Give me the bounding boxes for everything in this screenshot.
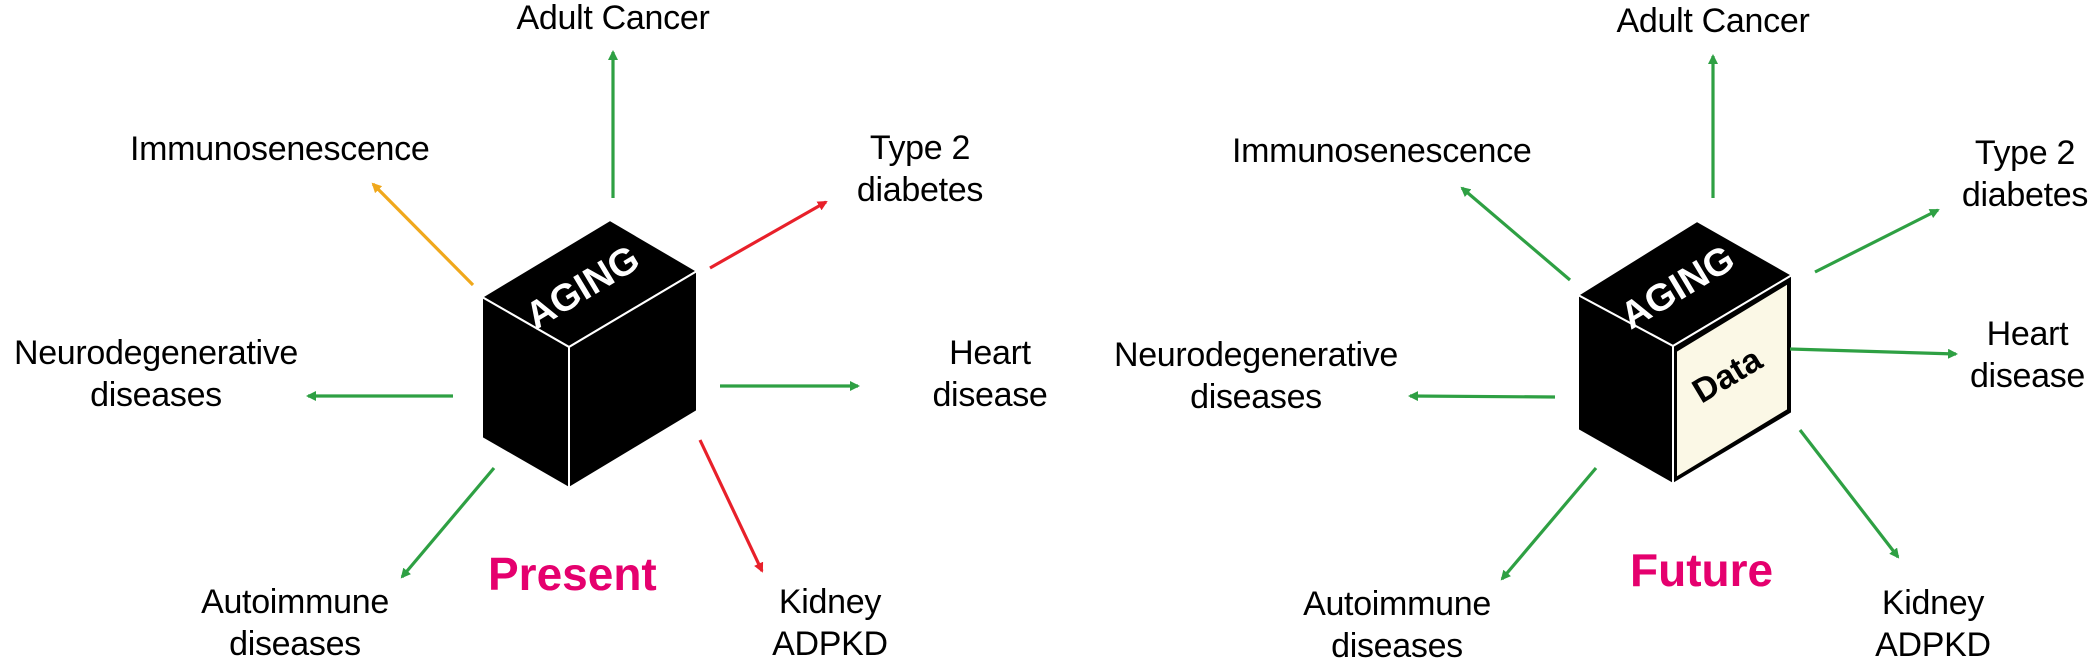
present-caption: Present	[488, 548, 657, 600]
present-arrow-autoimmune	[400, 466, 496, 579]
future-label-autoimmune: Autoimmune diseases	[1303, 585, 1491, 665]
future-aging-cube: AGING Data	[1576, 219, 1794, 486]
future-label-immunosenescence: Immunosenescence	[1232, 132, 1532, 170]
future-caption: Future	[1630, 544, 1774, 596]
future-arrow-heart	[1789, 347, 1958, 359]
future-arrow-type2-diabetes	[1814, 208, 1940, 274]
future-arrow-neurodegenerative	[1408, 391, 1556, 402]
present-aging-cube: AGING	[480, 218, 699, 490]
future-label-neurodegenerative: Neurodegenerative diseases	[1113, 336, 1399, 416]
present-label-autoimmune: Autoimmune diseases	[201, 583, 389, 663]
present-arrow-immunosenescence	[371, 182, 475, 287]
present-arrow-kidney	[698, 439, 764, 573]
present-arrow-type2-diabetes	[709, 200, 828, 270]
future-arrow-autoimmune	[1500, 466, 1598, 581]
future-arrow-immunosenescence	[1460, 186, 1572, 282]
future-panel: AGING Data	[1408, 54, 1958, 581]
future-label-adult-cancer: Adult Cancer	[1616, 2, 1810, 40]
future-label-kidney: Kidney ADPKD	[1875, 584, 1991, 664]
future-label-heart: Heart disease	[1969, 315, 2086, 395]
future-label-type2-diabetes: Type 2 diabetes	[1961, 134, 2089, 214]
present-label-immunosenescence: Immunosenescence	[130, 130, 430, 168]
present-label-type2-diabetes: Type 2 diabetes	[856, 129, 984, 209]
future-arrow-kidney	[1798, 429, 1900, 559]
present-label-adult-cancer: Adult Cancer	[516, 0, 710, 37]
present-label-kidney: Kidney ADPKD	[772, 583, 888, 663]
present-label-heart: Heart disease	[932, 334, 1048, 414]
present-label-neurodegenerative: Neurodegenerative diseases	[13, 334, 299, 414]
future-data-panel	[1675, 281, 1789, 480]
present-panel: AGING	[306, 50, 860, 579]
